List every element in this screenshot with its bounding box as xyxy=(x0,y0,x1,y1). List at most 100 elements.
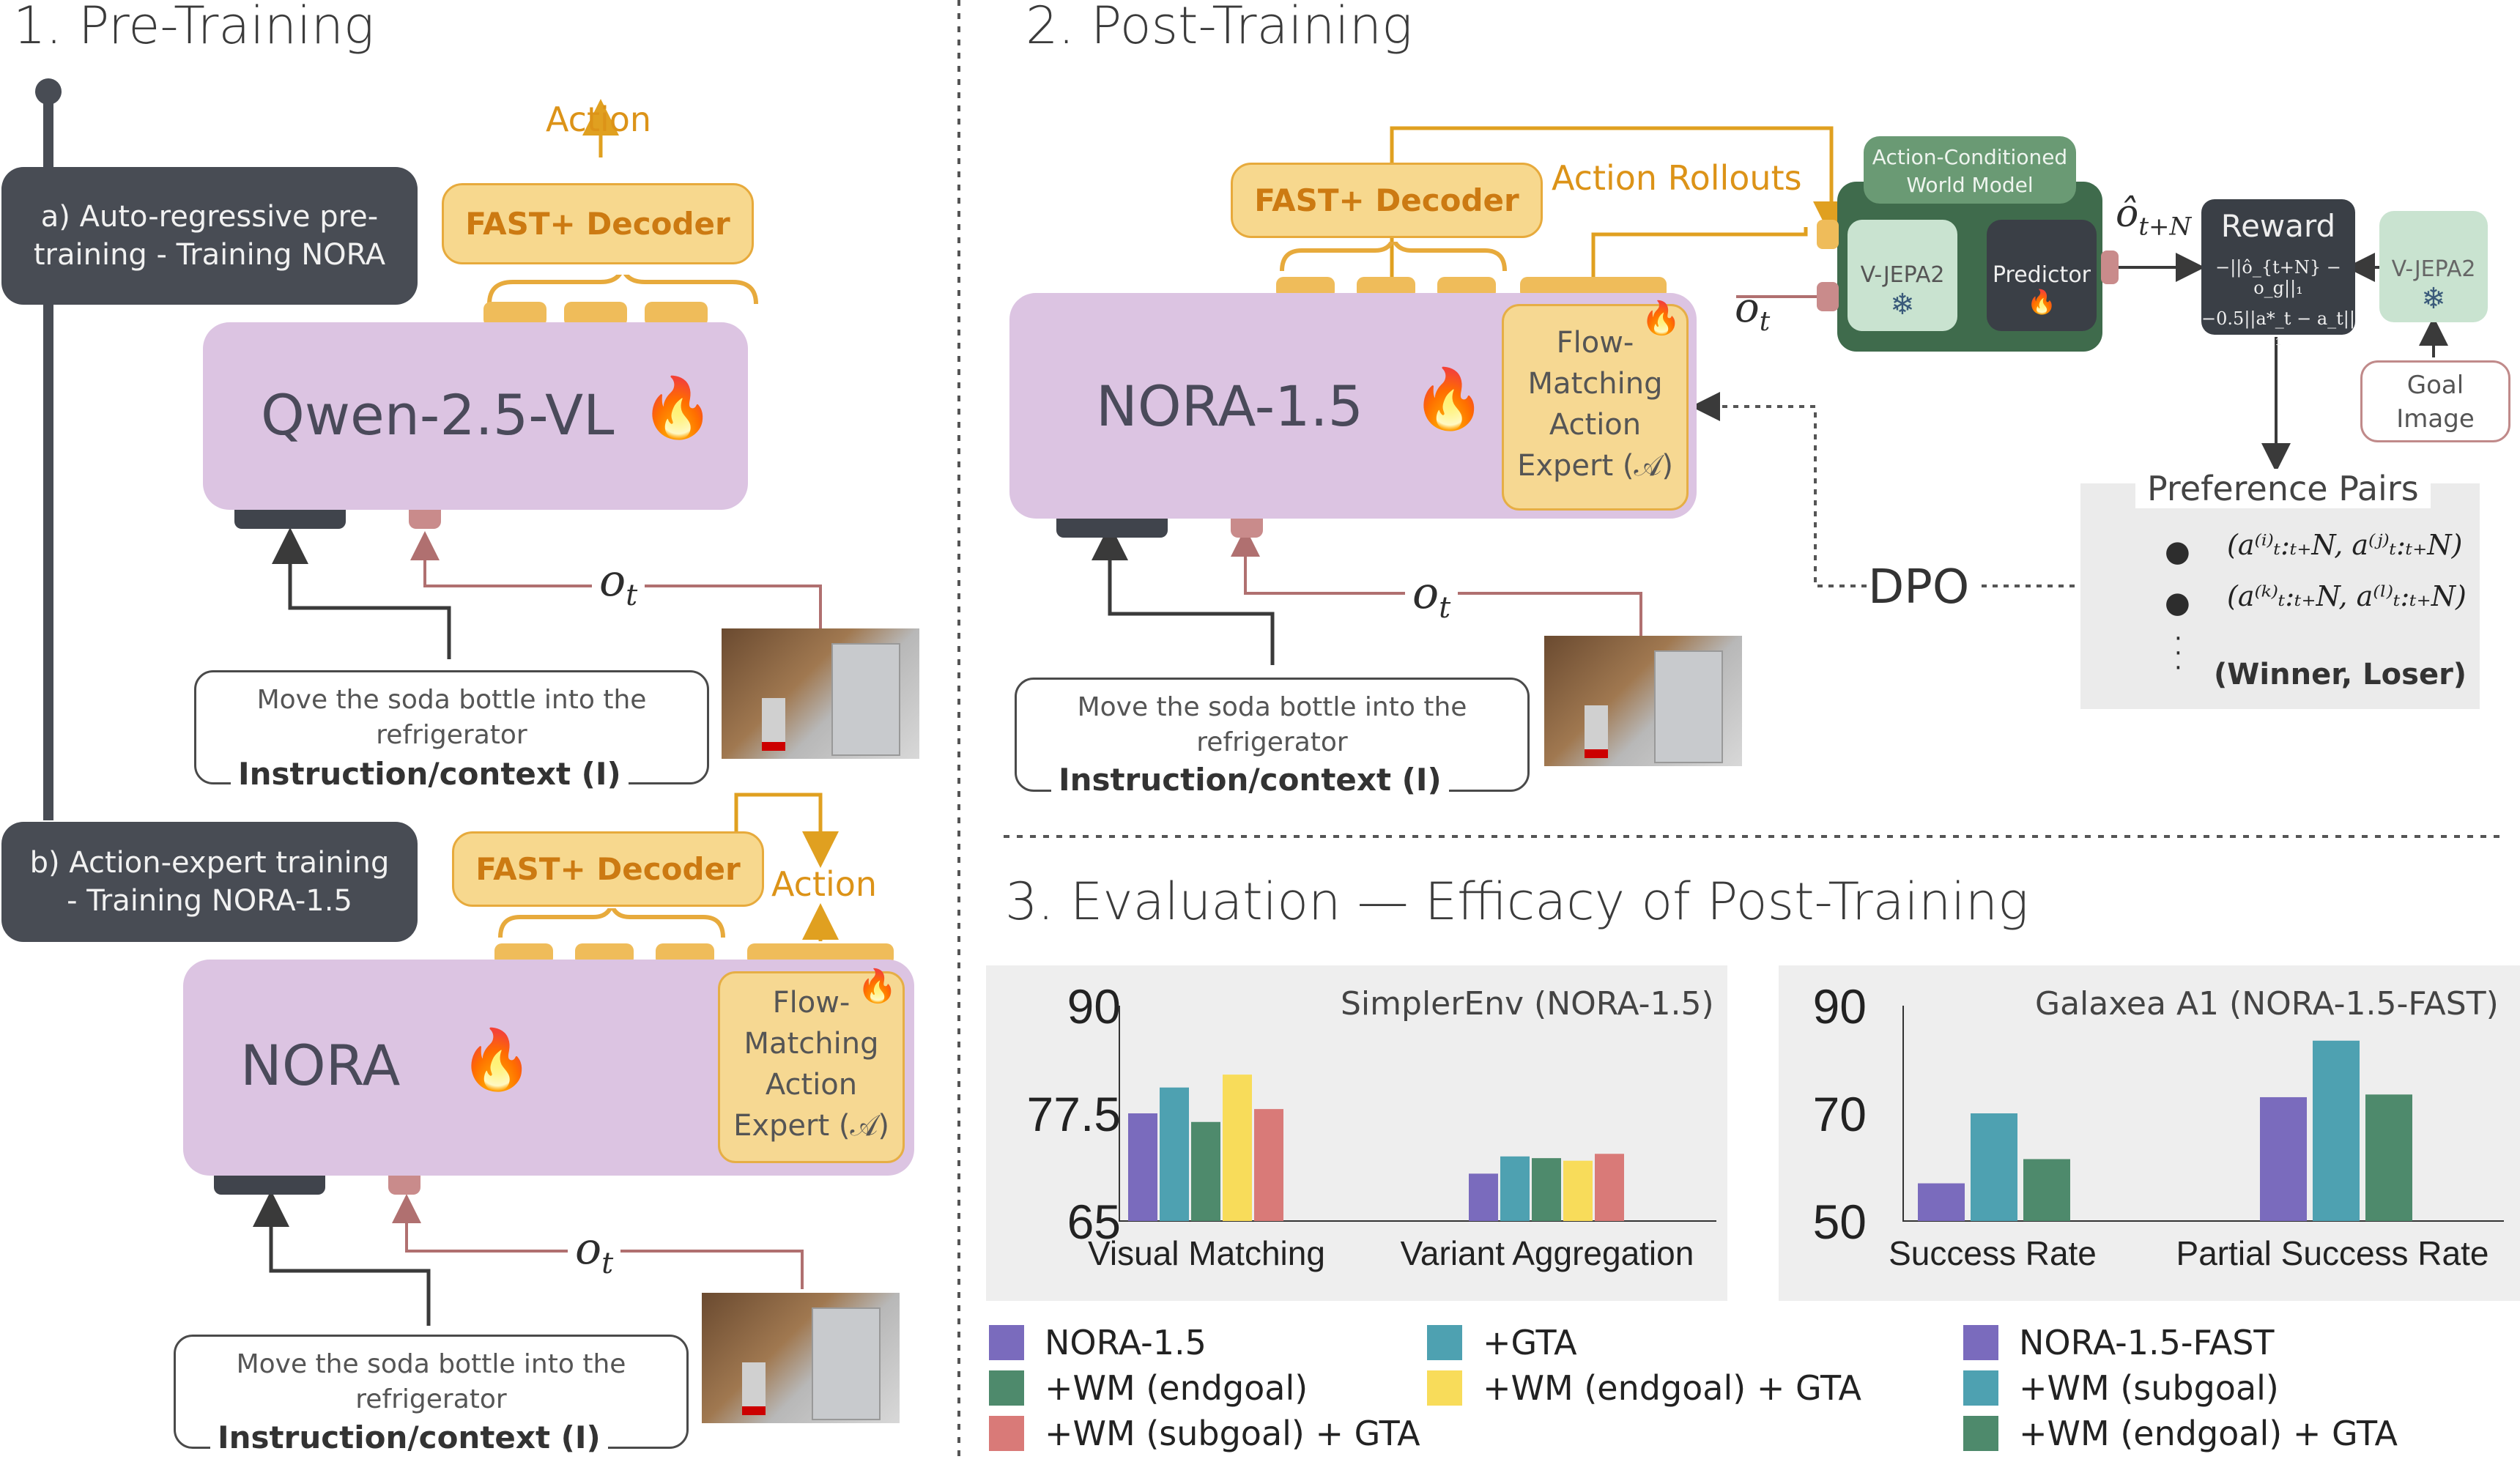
legend-item: +WM (endgoal) + GTA xyxy=(1963,1411,2398,1456)
pref-bullet: ● xyxy=(2165,535,2190,568)
ohat-label: ôt+N xyxy=(2116,192,2192,242)
snowflake-icon: ❄ xyxy=(2421,282,2446,316)
legend-swatch xyxy=(989,1416,1024,1451)
bar--wm-endgoal--0 xyxy=(1191,1121,1220,1221)
bar--wm-endgoal-gta-0 xyxy=(2023,1159,2070,1221)
nora-model-name: NORA xyxy=(240,1033,401,1098)
legend-swatch xyxy=(1427,1370,1462,1406)
legend-swatch xyxy=(989,1325,1024,1360)
pref-ellipsis: ··· xyxy=(2174,624,2182,683)
legend-swatch xyxy=(1963,1370,1998,1406)
orange-input-token xyxy=(1817,220,1839,249)
pref-pair-2: (a⁽ᵏ⁾ₜ:ₜ₊N, a⁽ˡ⁾ₜ:ₜ₊N) xyxy=(2227,580,2467,612)
pref-legend: (Winner, Loser) xyxy=(2214,658,2467,691)
fire-icon: 🔥 xyxy=(2027,288,2056,316)
bar-nora-1-5-1 xyxy=(1469,1173,1498,1221)
y-tick-label: 90 xyxy=(1813,979,1867,1034)
qwen-model-box xyxy=(203,322,748,510)
ohat-token xyxy=(2101,251,2119,284)
bar--wm-endgoal-gta-0 xyxy=(1223,1075,1252,1221)
stage-b-label: b) Action-expert training - Training NOR… xyxy=(1,822,418,942)
fire-icon: 🔥 xyxy=(1412,365,1486,433)
instruction-label-b: Instruction/context (I) xyxy=(210,1420,608,1455)
fast-decoder-post: FAST+ Decoder xyxy=(1231,163,1543,238)
obs-token-b xyxy=(388,1176,420,1195)
vjepa-goal-encoder: V-JEPA2❄ xyxy=(2379,211,2488,322)
fire-icon: 🔥 xyxy=(857,968,897,1005)
world-model-title: Action-Conditioned World Model xyxy=(1864,136,2076,204)
bar-nora-1-5-fast-0 xyxy=(1918,1183,1965,1221)
chart-title-simplerenv: SimplerEnv (NORA-1.5) xyxy=(1341,985,1714,1023)
obs-label-wm: ot xyxy=(1735,284,1771,338)
bar--wm-endgoal--1 xyxy=(1532,1158,1561,1221)
action-label-b: Action xyxy=(771,864,878,904)
action-label-a: Action xyxy=(546,100,652,139)
chart-panel-simplerenv xyxy=(986,965,1727,1301)
x-category-label: Visual Matching xyxy=(1088,1234,1325,1272)
y-tick-label: 90 xyxy=(1067,979,1121,1034)
pref-pair-1: (a⁽ⁱ⁾ₜ:ₜ₊N, a⁽ʲ⁾ₜ:ₜ₊N) xyxy=(2227,529,2463,561)
bar--wm-endgoal-gta-1 xyxy=(2365,1094,2412,1221)
text-token-b xyxy=(214,1176,325,1195)
dpo-label: DPO xyxy=(1868,560,1970,615)
fire-icon: 🔥 xyxy=(641,374,714,442)
text-token-post xyxy=(1056,519,1168,538)
legend-item: +WM (endgoal) xyxy=(989,1365,1420,1411)
obs-token-post xyxy=(1231,519,1263,538)
legend-item: NORA-1.5 xyxy=(989,1320,1420,1365)
legend-item: +GTA xyxy=(1427,1320,1861,1365)
legend-swatch xyxy=(989,1370,1024,1406)
legend-swatch xyxy=(1963,1416,1998,1451)
fast-decoder-a: FAST+ Decoder xyxy=(442,183,754,264)
stage-a-label: a) Auto-regressive pre-training - Traini… xyxy=(1,167,418,305)
obs-token-a xyxy=(409,510,441,529)
instruction-label-post: Instruction/context (I) xyxy=(1051,762,1449,798)
scene-image-b xyxy=(702,1293,900,1423)
text-token-a xyxy=(234,510,346,529)
preference-pairs-title: Preference Pairs xyxy=(2135,469,2431,508)
preference-pairs-panel xyxy=(2080,483,2480,709)
action-rollouts-label: Action Rollouts xyxy=(1552,158,1802,198)
legend: NORA-1.5 +WM (endgoal) +WM (subgoal) + G… xyxy=(989,1320,2513,1459)
token-brace-post xyxy=(1280,242,1507,272)
bar--wm-endgoal-gta-1 xyxy=(1563,1160,1593,1221)
bar--gta-0 xyxy=(1160,1087,1189,1221)
y-tick-label: 65 xyxy=(1067,1195,1121,1249)
predictor-box: Predictor🔥 xyxy=(1987,220,2097,331)
x-category-label: Variant Aggregation xyxy=(1401,1234,1694,1272)
legend-item: +WM (subgoal) xyxy=(1963,1365,2398,1411)
token-brace-a xyxy=(487,275,758,305)
bar--wm-subgoal-gta-1 xyxy=(1595,1154,1624,1221)
obs-label-b: ot xyxy=(568,1223,621,1280)
nora15-model-name: NORA-1.5 xyxy=(1096,374,1364,439)
instruction-label-a: Instruction/context (I) xyxy=(231,756,629,792)
legend-item: NORA-1.5-FAST xyxy=(1963,1320,2398,1365)
obs-label-post: ot xyxy=(1405,568,1459,625)
scene-image-a xyxy=(722,628,919,759)
legend-item: +WM (endgoal) + GTA xyxy=(1427,1365,1861,1411)
fast-decoder-b: FAST+ Decoder xyxy=(452,831,764,907)
pref-bullet: ● xyxy=(2165,586,2190,620)
x-category-label: Partial Success Rate xyxy=(2176,1234,2489,1272)
fire-icon: 🔥 xyxy=(460,1025,533,1094)
fire-icon: 🔥 xyxy=(1641,300,1681,337)
token-brace-b xyxy=(498,908,725,938)
bar-nora-1-5-fast-1 xyxy=(2260,1096,2307,1221)
bar--wm-subgoal--0 xyxy=(1971,1113,2017,1221)
timeline-dot xyxy=(35,78,62,105)
legend-swatch xyxy=(1963,1325,1998,1360)
bar--wm-subgoal--1 xyxy=(2313,1040,2360,1221)
chart-title-galaxea: Galaxea A1 (NORA-1.5-FAST) xyxy=(2035,985,2499,1023)
qwen-model-name: Qwen-2.5-VL xyxy=(261,382,615,448)
obs-label-a: ot xyxy=(592,555,645,612)
y-tick-label: 77.5 xyxy=(1027,1087,1121,1141)
snowflake-icon: ❄ xyxy=(1890,288,1915,322)
y-tick-label: 70 xyxy=(1813,1087,1867,1141)
goal-image-box: Goal Image xyxy=(2360,360,2510,442)
legend-swatch xyxy=(1427,1325,1462,1360)
vjepa-encoder: V-JEPA2❄ xyxy=(1848,220,1957,331)
pretrain-title: 1. Pre-Training xyxy=(13,0,374,56)
